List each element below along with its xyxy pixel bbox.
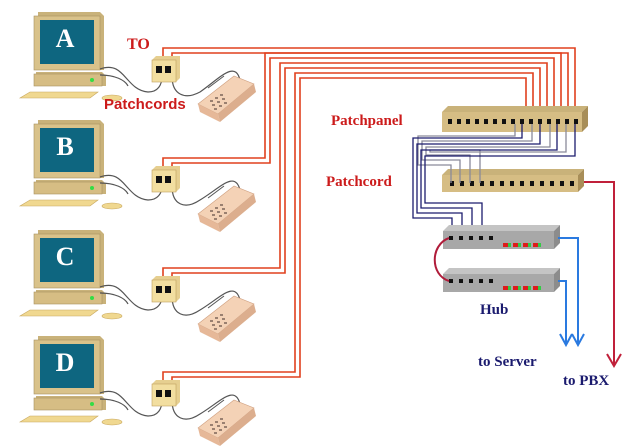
- cable-b-2: [171, 57, 555, 172]
- outlet-a: [151, 55, 181, 83]
- hub-cascade-cable: [433, 237, 450, 282]
- workstation-label-b: B: [56, 132, 74, 161]
- outlet-c: [151, 275, 181, 303]
- outlet-label: TO: [127, 36, 150, 53]
- cable-a-1: [162, 47, 576, 120]
- hub-label: Hub: [480, 302, 509, 318]
- patchpanel-label: Patchpanel: [331, 113, 403, 129]
- cable-d-2: [171, 77, 527, 385]
- patchcords-label: Patchcords: [104, 96, 186, 113]
- hub-lower: [443, 268, 560, 292]
- hub-upper: [443, 225, 560, 249]
- cable-b-1: [162, 52, 562, 172]
- uplink-server: [558, 237, 585, 348]
- to-server-label: to Server: [478, 354, 537, 370]
- telephone-c: [197, 295, 257, 343]
- uplink-pbx: [584, 181, 622, 368]
- telephone-b: [197, 185, 257, 233]
- patch-cords-dark: [412, 124, 576, 238]
- cable-c-2: [171, 67, 541, 282]
- outlet-d: [151, 379, 181, 407]
- patchcord-panel: [442, 169, 584, 192]
- outlet-b: [151, 165, 181, 193]
- telephone-a: [197, 75, 257, 123]
- cable-c-1: [162, 62, 548, 282]
- to-pbx-label: to PBX: [563, 373, 610, 389]
- patch-panel: [442, 106, 588, 132]
- patchcord-label: Patchcord: [326, 174, 392, 190]
- telephone-d: [197, 399, 257, 446]
- phone-cords: [171, 70, 241, 420]
- workstation-label-c: C: [55, 242, 75, 271]
- workstation-label-d: D: [55, 348, 75, 377]
- cable-d-1: [162, 72, 534, 385]
- pc-patchcords: [99, 66, 163, 417]
- workstation-label-a: A: [55, 24, 75, 53]
